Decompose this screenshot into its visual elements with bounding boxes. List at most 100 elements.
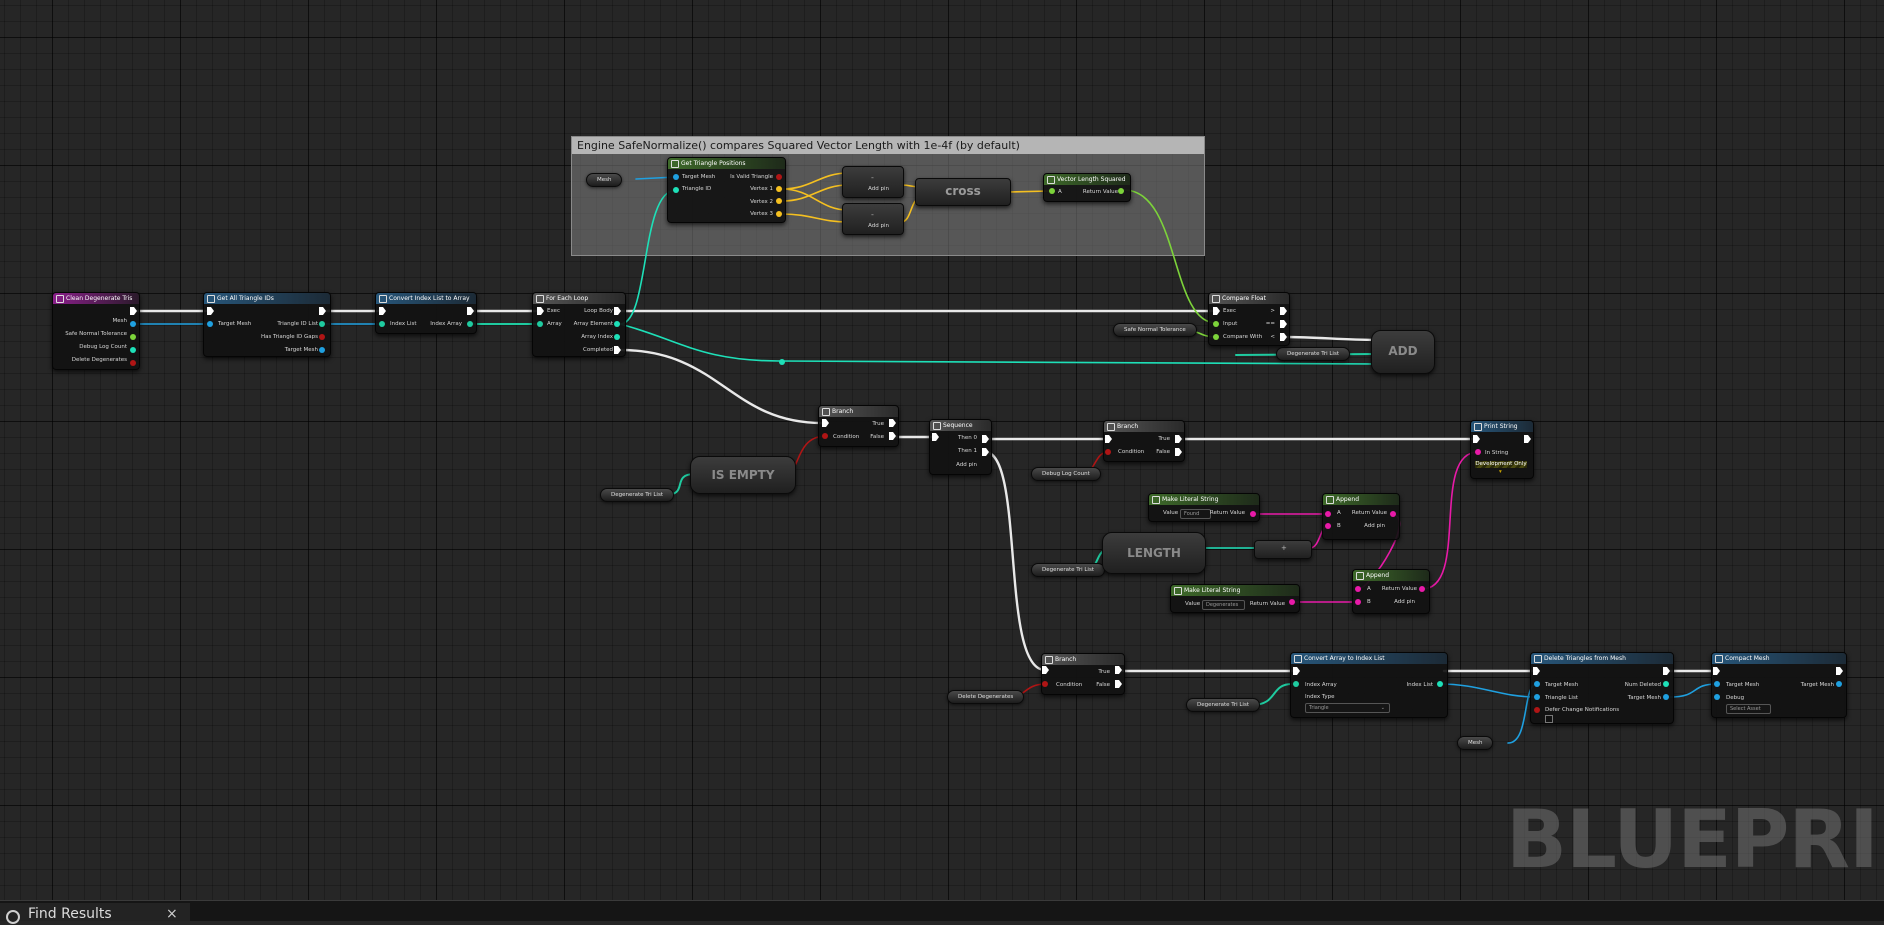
development-only-banner: Development Only	[1475, 461, 1527, 468]
node-convert-array-to-index-list[interactable]: Convert Array to Index List Index Array …	[1290, 652, 1448, 718]
var-degenerate-tri-list[interactable]: Degenerate Tri List	[600, 488, 674, 502]
pin-label: Exec	[1223, 308, 1236, 314]
chevron-down-icon: ⌄	[1380, 705, 1385, 711]
pin-label: Array Element	[573, 321, 613, 327]
pin-label: A	[1367, 586, 1371, 592]
pin-label: False	[1156, 449, 1170, 455]
pin-label: Return Value	[1249, 601, 1285, 607]
mesh-wire	[1669, 683, 1718, 698]
node-branch[interactable]: Branch Condition True False	[1041, 653, 1125, 695]
pin-label: Index List	[1406, 682, 1433, 688]
node-length[interactable]: LENGTH	[1102, 532, 1206, 574]
var-degenerate-tri-list[interactable]: Degenerate Tri List	[1031, 563, 1105, 577]
node-make-literal-string[interactable]: Make Literal String Value Found Return V…	[1148, 493, 1260, 522]
node-print-string[interactable]: Print String In String Development Only …	[1470, 420, 1534, 479]
node-subtract[interactable]: - Add pin	[842, 166, 904, 198]
defer-checkbox[interactable]	[1545, 715, 1553, 723]
node-label: cross	[945, 184, 981, 198]
pin-label: B	[1367, 599, 1371, 605]
pin-label: Has Triangle ID Gaps	[260, 334, 318, 340]
node-sequence[interactable]: Sequence Then 0 Then 1 Add pin	[929, 419, 992, 475]
node-branch[interactable]: Branch Condition True False	[818, 405, 899, 447]
node-compare-float[interactable]: Compare Float Exec Input Compare With > …	[1208, 292, 1290, 346]
node-add-int[interactable]: +	[1254, 540, 1312, 559]
blueprint-watermark: BLUEPRINT	[1506, 793, 1884, 886]
tab-find-results[interactable]: Find Results ×	[0, 903, 190, 924]
pin-label: Loop Body	[584, 308, 613, 314]
pin-label: <	[1270, 334, 1275, 340]
tab-title: Find Results	[28, 906, 112, 922]
blueprint-graph[interactable]: Engine SafeNormalize() compares Squared …	[0, 0, 1884, 900]
index-type-value: Triangle	[1309, 705, 1329, 711]
node-title: Branch	[1042, 654, 1124, 665]
var-mesh[interactable]: Mesh	[586, 173, 623, 187]
pin-label: Compare With	[1223, 334, 1263, 340]
node-delete-triangles-from-mesh[interactable]: Delete Triangles from Mesh Target Mesh T…	[1530, 652, 1674, 724]
index-type-dropdown[interactable]: Triangle ⌄	[1305, 703, 1390, 713]
pin-label: ==	[1265, 321, 1275, 327]
var-degenerate-tri-list[interactable]: Degenerate Tri List	[1186, 698, 1260, 712]
pin-label: Add pin	[956, 462, 977, 468]
node-label: LENGTH	[1127, 546, 1181, 560]
pin-label: Value	[1185, 601, 1201, 607]
pin-label: Vertex 3	[750, 211, 773, 217]
node-branch[interactable]: Branch Condition True False	[1103, 420, 1185, 462]
node-title: Delete Triangles from Mesh	[1531, 653, 1673, 664]
expand-arrow-icon[interactable]: ▾	[1499, 469, 1502, 475]
literal-value-input[interactable]: Found	[1180, 509, 1211, 519]
var-degenerate-tri-list[interactable]: Degenerate Tri List	[1276, 347, 1350, 361]
node-get-triangle-positions[interactable]: Get Triangle Positions Target Mesh Trian…	[667, 157, 786, 223]
pin-label: Target Mesh	[1800, 682, 1834, 688]
node-append[interactable]: Append A B Return Value Add pin	[1322, 493, 1400, 540]
node-title: Get All Triangle IDs	[204, 293, 330, 304]
var-debug-log-count[interactable]: Debug Log Count	[1031, 467, 1101, 481]
pin-label: Debug	[1726, 695, 1745, 701]
literal-value-input[interactable]: Degenerates	[1202, 600, 1245, 610]
search-icon	[6, 910, 20, 924]
debug-asset-picker[interactable]: Select Asset	[1726, 704, 1771, 714]
pin-label: Condition	[833, 434, 860, 440]
node-clean-degenerate-tris[interactable]: Clean Degenerate Tris Mesh Safe Normal T…	[52, 292, 140, 370]
node-make-literal-string[interactable]: Make Literal String Value Degenerates Re…	[1170, 584, 1300, 613]
pin-label: Vertex 2	[750, 199, 773, 205]
node-label: IS EMPTY	[711, 468, 775, 482]
pin-label: Mesh	[112, 318, 127, 324]
var-mesh[interactable]: Mesh	[1457, 736, 1494, 750]
node-get-all-triangle-ids[interactable]: Get All Triangle IDs Target Mesh Triangl…	[203, 292, 331, 357]
vector-wire	[781, 213, 849, 223]
node-append[interactable]: Append A B Return Value Add pin	[1352, 569, 1430, 614]
pin-label: Safe Normal Tolerance	[65, 331, 127, 337]
var-delete-degenerates[interactable]: Delete Degenerates	[947, 690, 1025, 704]
pin-label: True	[1098, 669, 1110, 675]
pin-label: Value	[1163, 510, 1179, 516]
node-for-each-loop[interactable]: For Each Loop Exec Array Loop Body Array…	[532, 292, 626, 357]
node-is-empty[interactable]: IS EMPTY	[690, 456, 796, 494]
pin-label: Index Array	[430, 321, 462, 327]
pin-label: Target Mesh	[284, 347, 318, 353]
pin-label: Target Mesh	[218, 321, 252, 327]
node-title: Branch	[1104, 421, 1184, 432]
var-safe-normal-tolerance[interactable]: Safe Normal Tolerance	[1113, 323, 1197, 337]
pin-label: Then 0	[958, 435, 977, 441]
pin-label: Delete Degenerates	[71, 357, 127, 363]
node-subtract[interactable]: - Add pin	[842, 203, 904, 235]
exec-wire	[1282, 335, 1379, 342]
node-convert-index-list-to-array[interactable]: Convert Index List to Array Index List I…	[375, 292, 477, 334]
pin-label: Target Mesh	[1726, 682, 1760, 688]
pin-label: Defer Change Notifications	[1545, 707, 1620, 713]
pin-label: B	[1337, 523, 1341, 529]
op-label: +	[1281, 544, 1287, 552]
node-add[interactable]: ADD	[1371, 330, 1435, 374]
node-compact-mesh[interactable]: Compact Mesh Target Mesh Debug Select As…	[1711, 652, 1847, 718]
node-cross[interactable]: cross	[915, 178, 1011, 206]
pin-label: A	[1337, 510, 1341, 516]
close-icon[interactable]: ×	[166, 906, 178, 922]
reroute-knot[interactable]	[779, 359, 785, 365]
node-label: ADD	[1388, 344, 1418, 358]
pin-label: Index Array	[1305, 682, 1337, 688]
pin-label: Is Valid Triangle	[730, 174, 773, 180]
node-vector-length-squared[interactable]: Vector Length Squared A Return Value	[1043, 173, 1131, 202]
pin-label: Target Mesh	[1545, 682, 1579, 688]
node-title: Print String	[1471, 421, 1533, 432]
pin-label: A	[1058, 189, 1062, 195]
